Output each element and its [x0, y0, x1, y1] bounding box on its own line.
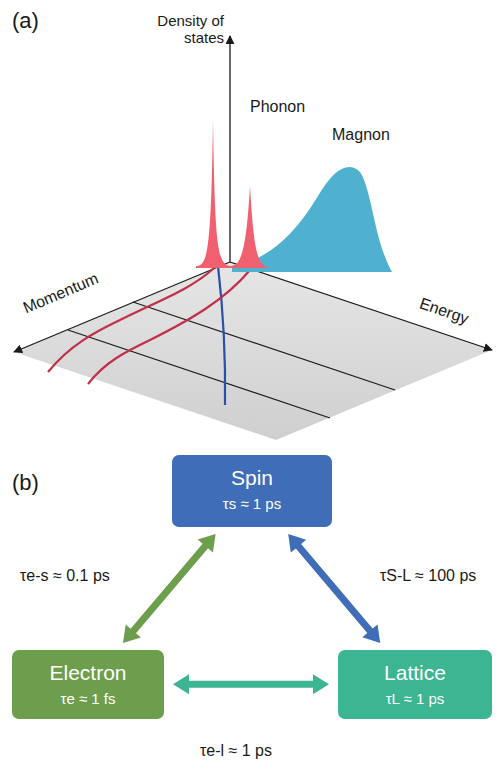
momentum-energy-plane: [14, 262, 492, 440]
figure-label: Phonon: [250, 98, 305, 116]
time-constant: τL ≈ 1 ps: [346, 689, 484, 709]
time-constant: τe ≈ 1 fs: [20, 689, 156, 709]
process-box: Electron τe ≈ 1 fs: [12, 650, 164, 719]
grid-line: [68, 330, 330, 418]
box-title: Electron: [20, 660, 156, 685]
momentum-axis: [14, 262, 230, 352]
figure-label: Magnon: [332, 126, 390, 144]
box-title: Lattice: [346, 660, 484, 685]
exchange-arrow: [288, 534, 380, 643]
coupling-time-label: τe-s ≈ 0.1 ps: [18, 567, 112, 585]
box-title: Spin: [180, 465, 324, 490]
coupling-time-label: τS-L ≈ 100 ps: [378, 567, 478, 585]
figure-label: Momentum: [20, 269, 101, 317]
figure-label: (a): [12, 8, 39, 33]
phonon-dos: [196, 120, 270, 268]
figure-label: (b): [12, 470, 39, 495]
dos-axis: [229, 36, 230, 262]
figure-label: Density of states: [150, 12, 224, 47]
phonon-dispersion: [88, 270, 250, 384]
exchange-arrow: [123, 534, 216, 643]
magnon-dispersion: [218, 266, 225, 405]
grid-line: [133, 302, 395, 390]
time-constant: τs ≈ 1 ps: [180, 494, 324, 514]
coupling-time-label: τe-l ≈ 1 ps: [198, 742, 274, 760]
process-box: Spin τs ≈ 1 ps: [172, 455, 332, 527]
exchange-arrow: [173, 674, 329, 694]
energy-axis: [230, 262, 492, 350]
figure-label: Energy: [417, 295, 471, 329]
process-box: Lattice τL ≈ 1 ps: [338, 650, 492, 719]
